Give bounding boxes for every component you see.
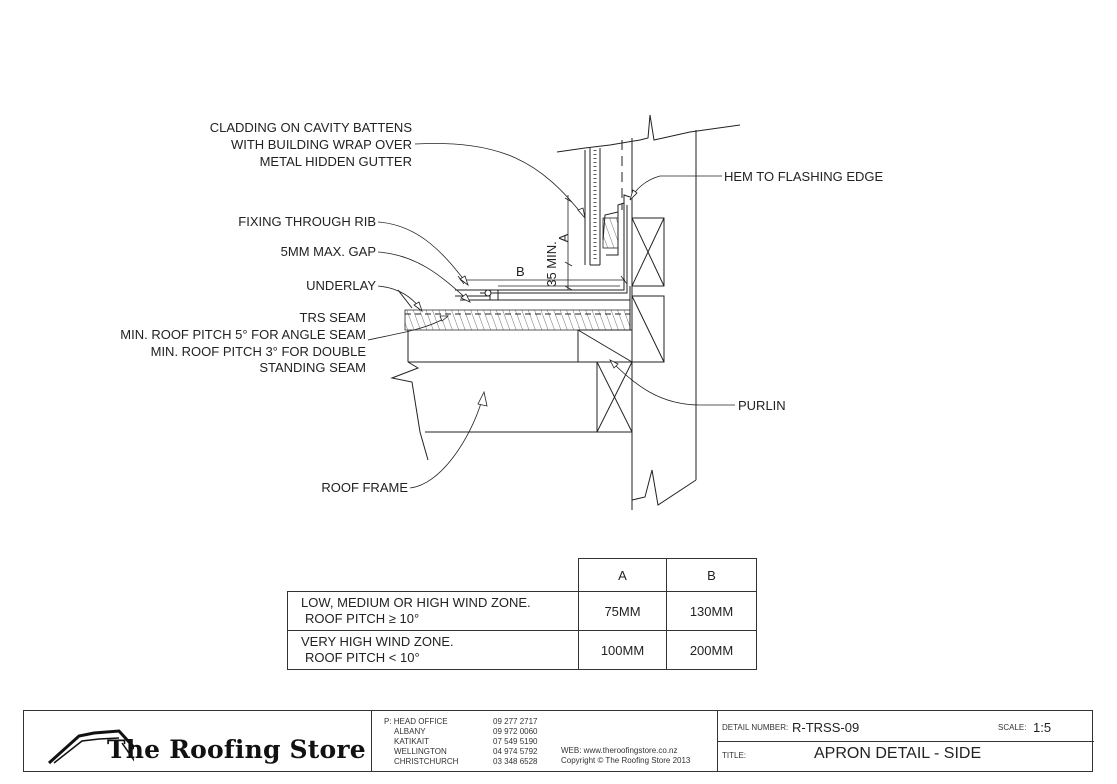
office-item: WELLINGTON <box>394 747 447 756</box>
detail-number-label: DETAIL NUMBER: <box>722 723 789 732</box>
table-header-b: B <box>666 558 757 592</box>
web-info: WEB: www.theroofingstore.co.nz Copyright… <box>561 746 690 766</box>
table-cell-b: 130MM <box>666 591 757 631</box>
condition-line-2: ROOF PITCH ≥ 10° <box>305 611 420 626</box>
purlin-and-frame <box>390 329 633 461</box>
office-item: CHRISTCHURCH <box>394 757 459 766</box>
callout-labels: CLADDING ON CAVITY BATTENS WITH BUILDING… <box>120 120 883 495</box>
phone-item: 03 348 6528 <box>493 757 538 766</box>
label-roof-frame: ROOF FRAME <box>321 480 408 495</box>
drawing-title: APRON DETAIL - SIDE <box>814 745 982 762</box>
website: WEB: www.theroofingstore.co.nz <box>561 746 678 755</box>
label-trs-4: STANDING SEAM <box>259 360 366 375</box>
roof-deck <box>397 286 631 331</box>
table-cell-a: 100MM <box>578 630 667 670</box>
office-list: P: HEAD OFFICE ALBANY KATIKAIT WELLINGTO… <box>384 717 458 767</box>
condition-line-2: ROOF PITCH < 10° <box>305 650 420 665</box>
label-underlay: UNDERLAY <box>306 278 376 293</box>
scale-value: 1:5 <box>1033 720 1052 735</box>
dimension-table: A B LOW, MEDIUM OR HIGH WIND ZONE. ROOF … <box>287 558 757 670</box>
table-row: LOW, MEDIUM OR HIGH WIND ZONE. ROOF PITC… <box>287 591 757 631</box>
label-trs-1: TRS SEAM <box>300 310 366 325</box>
detail-row: DETAIL NUMBER: R-TRSS-09 SCALE: 1:5 <box>718 711 1094 742</box>
drawing-info: DETAIL NUMBER: R-TRSS-09 SCALE: 1:5 TITL… <box>717 711 1094 771</box>
table-cell-b: 200MM <box>666 630 757 670</box>
dim-b-label: B <box>516 264 525 279</box>
table-header-a: A <box>578 558 667 592</box>
roof-logo-icon <box>47 729 134 765</box>
phone-item: 04 974 5792 <box>493 747 538 756</box>
phone-item: 09 277 2717 <box>493 717 538 726</box>
title-row: TITLE: APRON DETAIL - SIDE <box>718 742 1094 771</box>
office-item: KATIKAIT <box>394 737 429 746</box>
contact-info: P: HEAD OFFICE ALBANY KATIKAIT WELLINGTO… <box>372 711 717 771</box>
label-gap: 5MM MAX. GAP <box>281 244 376 259</box>
dim-35-label: 35 MIN. <box>544 241 559 287</box>
dimensions: B A 35 MIN. <box>457 195 628 291</box>
label-cladding-1: CLADDING ON CAVITY BATTENS <box>210 120 413 135</box>
table-corner <box>287 558 579 592</box>
metal-hidden-gutter <box>470 194 631 294</box>
table-cell-a: 75MM <box>578 591 667 631</box>
brand-name: The Roofing Store <box>107 735 366 764</box>
office-item: ALBANY <box>394 727 426 736</box>
label-cladding-3: METAL HIDDEN GUTTER <box>260 154 412 169</box>
detail-number: R-TRSS-09 <box>792 720 860 735</box>
table-header-row: A B <box>287 558 757 592</box>
label-purlin: PURLIN <box>738 398 786 413</box>
top-plate-block <box>631 217 665 363</box>
office-item: P: HEAD OFFICE <box>384 717 448 726</box>
condition-line-1: VERY HIGH WIND ZONE. <box>301 634 454 649</box>
phone-item: 09 972 0060 <box>493 727 538 736</box>
label-trs-3: MIN. ROOF PITCH 3° FOR DOUBLE <box>151 344 367 359</box>
title-label: TITLE: <box>722 751 747 760</box>
label-hem: HEM TO FLASHING EDGE <box>724 169 883 184</box>
title-block: The Roofing Store P: HEAD OFFICE ALBANY … <box>23 710 1094 772</box>
table-cell-condition: LOW, MEDIUM OR HIGH WIND ZONE. ROOF PITC… <box>287 591 579 631</box>
brand-logo: The Roofing Store <box>24 711 372 771</box>
table-cell-condition: VERY HIGH WIND ZONE. ROOF PITCH < 10° <box>287 630 579 670</box>
table-row: VERY HIGH WIND ZONE. ROOF PITCH < 10° 10… <box>287 630 757 670</box>
dim-a-label: A <box>556 233 571 242</box>
label-trs-2: MIN. ROOF PITCH 5° FOR ANGLE SEAM <box>120 327 366 342</box>
leader-lines <box>367 143 735 489</box>
phone-list: 09 277 2717 09 972 0060 07 549 5190 04 9… <box>493 717 538 767</box>
phone-item: 07 549 5190 <box>493 737 538 746</box>
label-cladding-2: WITH BUILDING WRAP OVER <box>231 137 412 152</box>
condition-line-1: LOW, MEDIUM OR HIGH WIND ZONE. <box>301 595 531 610</box>
scale-label: SCALE: <box>998 723 1027 732</box>
copyright: Copyright © The Roofing Store 2013 <box>561 756 691 765</box>
label-fixing: FIXING THROUGH RIB <box>238 214 376 229</box>
